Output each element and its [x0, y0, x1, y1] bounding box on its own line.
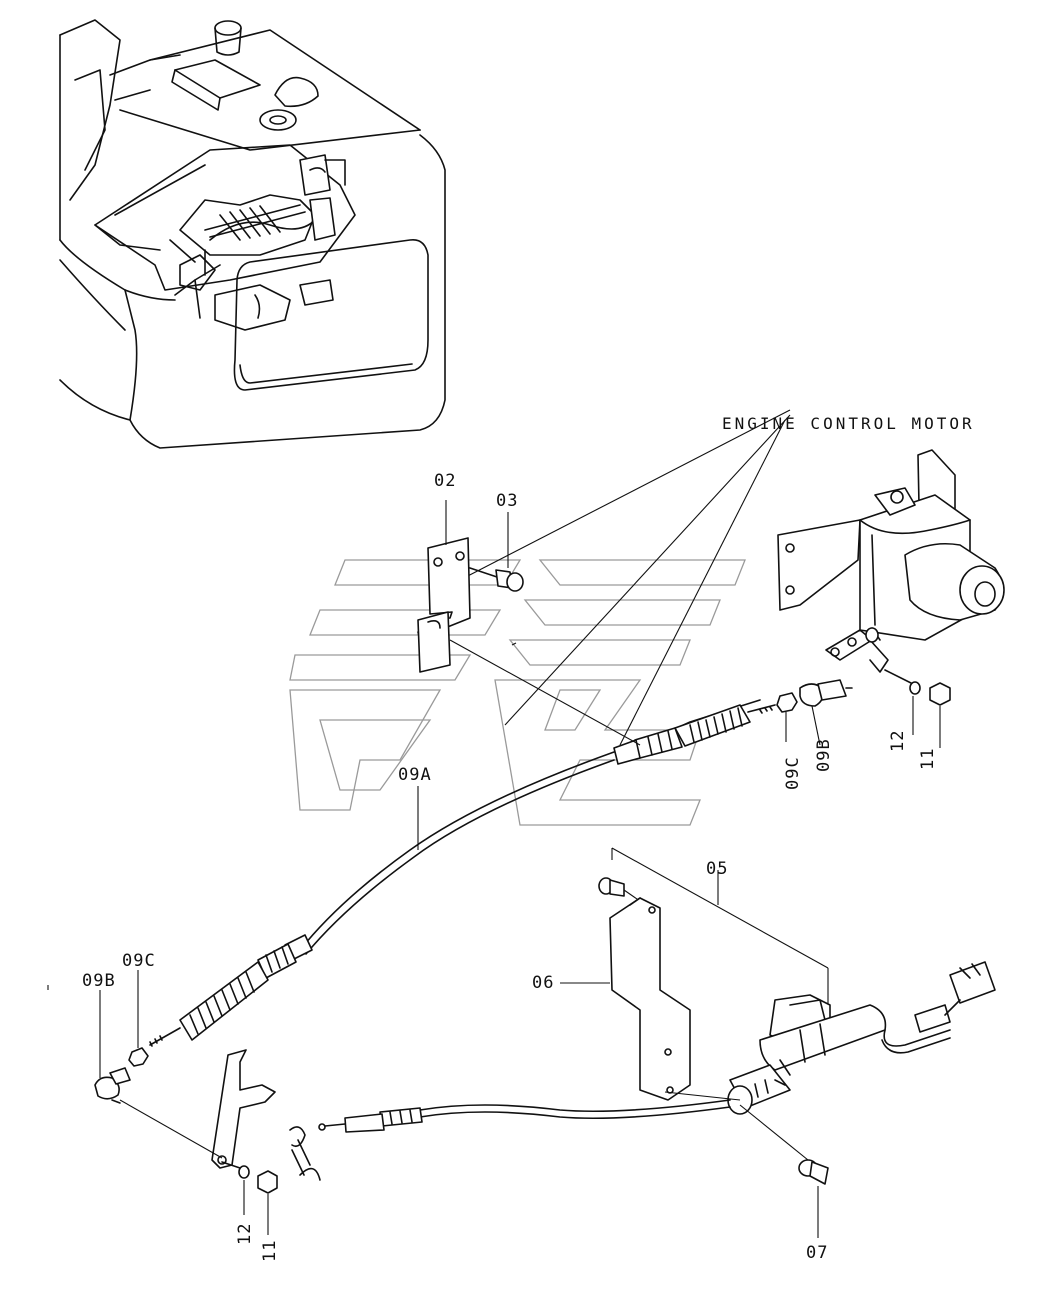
machine-overview-illustration	[59, 19, 446, 449]
actuator-cable	[289, 1091, 741, 1181]
callout-09B-right: 09B	[814, 738, 834, 772]
cable-09A	[299, 751, 615, 955]
callout-11-left: 11	[260, 1240, 280, 1262]
callout-09B-left: 09B	[82, 971, 116, 991]
callout-03: 03	[496, 491, 518, 511]
stray-mark	[511, 642, 517, 646]
assembly-line-02-cable	[449, 639, 641, 746]
header-leader-lines	[459, 409, 791, 746]
leader-09B-right	[811, 705, 821, 746]
washer-12-right	[884, 669, 921, 695]
bracket-plate-02	[417, 537, 471, 673]
callout-06: 06	[532, 973, 554, 993]
nut-11-right	[929, 682, 951, 706]
mounting-plate-05	[611, 847, 829, 1005]
callout-05: 05	[706, 859, 728, 879]
callout-12-right: 12	[888, 730, 908, 752]
bolt-07	[739, 1104, 829, 1185]
washer-12-left	[221, 1161, 250, 1179]
throttle-actuator	[727, 961, 996, 1115]
engine-control-motor	[777, 449, 1005, 673]
lever-arm-lower	[119, 1049, 276, 1169]
bolt-03	[469, 567, 524, 592]
callout-02: 02	[434, 471, 456, 491]
bracket-06	[609, 897, 691, 1101]
engine-control-motor-label: ENGINE CONTROL MOTOR	[722, 414, 975, 433]
cable-09A-lower-end	[94, 934, 313, 1104]
callout-09A: 09A	[398, 765, 432, 785]
nut-11-left	[257, 1170, 278, 1194]
callout-07: 07	[806, 1243, 828, 1263]
cable-09A-upper-end	[613, 679, 853, 765]
watermark-logo	[289, 559, 746, 826]
callout-12-left: 12	[235, 1223, 255, 1245]
callout-09C-left: 09C	[122, 951, 156, 971]
callout-09C-right: 09C	[783, 756, 803, 790]
callout-11-right: 11	[918, 748, 938, 770]
